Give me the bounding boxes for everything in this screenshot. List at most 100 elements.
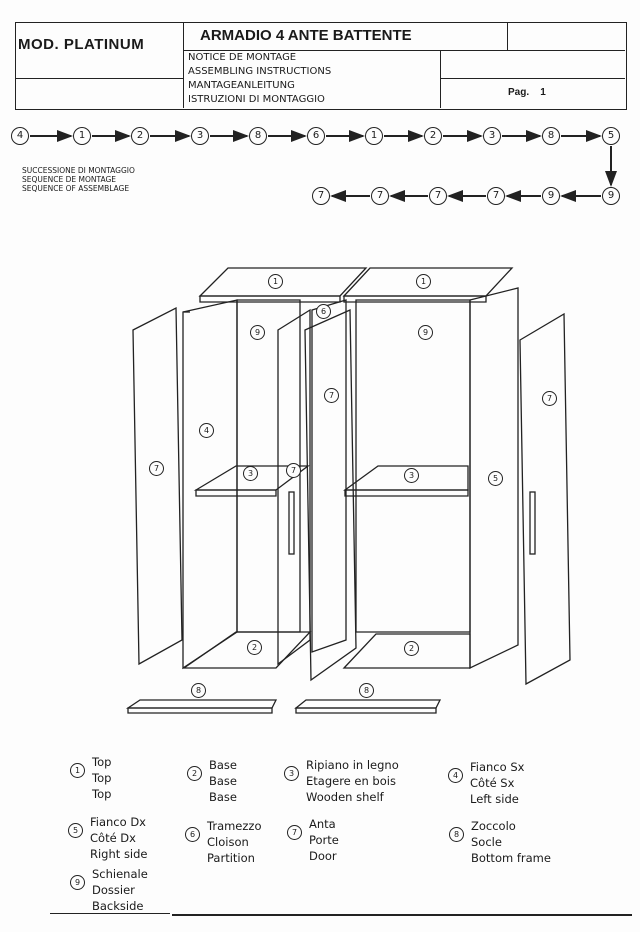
legend-line: Fianco Sx [470, 760, 525, 774]
divider [440, 78, 625, 79]
sequence-step: 3 [483, 127, 501, 145]
sequence-step: 2 [424, 127, 442, 145]
part-label: 3 [404, 468, 419, 483]
right-side-panel [469, 287, 519, 670]
part-label: 9 [250, 325, 265, 340]
legend-number: 3 [284, 766, 299, 781]
page-indicator: Pag. 1 [508, 87, 546, 98]
sequence-step: 6 [307, 127, 325, 145]
divider [50, 913, 170, 914]
sequence-label-en: SEQUENCE OF ASSEMBLAGE [22, 184, 130, 193]
divider [440, 50, 441, 108]
part-label: 7 [324, 388, 339, 403]
partition-panel [311, 299, 347, 653]
plinth-right [294, 699, 442, 709]
sequence-step: 7 [487, 187, 505, 205]
door-handle [529, 491, 536, 555]
top-panel-left-edge [199, 295, 341, 303]
legend-line: Schienale [92, 867, 148, 881]
door-far-right [519, 312, 571, 686]
legend-line: Zoccolo [471, 819, 516, 833]
part-label: 9 [418, 325, 433, 340]
legend-line: Backside [92, 899, 144, 913]
document-title: ARMADIO 4 ANTE BATTENTE [200, 27, 412, 44]
sequence-step: 1 [365, 127, 383, 145]
door-handle [288, 491, 295, 555]
part-label: 8 [359, 683, 374, 698]
part-label: 1 [268, 274, 283, 289]
subtitle-de: MANTAGEANLEITUNG [188, 80, 295, 91]
sequence-step: 4 [11, 127, 29, 145]
legend-number: 9 [70, 875, 85, 890]
sequence-step: 7 [371, 187, 389, 205]
legend-line: Ripiano in legno [306, 758, 399, 772]
legend-line: Right side [90, 847, 148, 861]
legend-line: Porte [309, 833, 339, 847]
page-label: Pag. [508, 87, 530, 98]
sequence-step: 8 [249, 127, 267, 145]
legend-line: Anta [309, 817, 336, 831]
divider [507, 22, 508, 50]
part-label: 7 [542, 391, 557, 406]
legend-line: Partition [207, 851, 255, 865]
legend-line: Door [309, 849, 337, 863]
part-label: 8 [191, 683, 206, 698]
header-table [15, 22, 627, 110]
legend-number: 2 [187, 766, 202, 781]
top-panel-left [198, 267, 368, 297]
model-name: MOD. PLATINUM [18, 36, 145, 53]
legend-line: Top [92, 787, 112, 801]
legend-line: Wooden shelf [306, 790, 384, 804]
top-panel-right-edge [343, 295, 487, 303]
sequence-step: 9 [602, 187, 620, 205]
sequence-step: 2 [131, 127, 149, 145]
subtitle-fr: NOTICE DE MONTAGE [188, 52, 297, 63]
subtitle-it: ISTRUZIONI DI MONTAGGIO [188, 94, 325, 105]
legend-line: Tramezzo [207, 819, 262, 833]
legend-line: Left side [470, 792, 519, 806]
legend-line: Top [92, 755, 112, 769]
divider [183, 50, 625, 51]
base-right [342, 633, 471, 669]
legend-number: 1 [70, 763, 85, 778]
part-label: 6 [316, 304, 331, 319]
subtitle-en: ASSEMBLING INSTRUCTIONS [188, 66, 332, 77]
door-center-right [304, 309, 357, 682]
legend-line: Base [209, 790, 238, 804]
legend-line: Fianco Dx [90, 815, 146, 829]
plinth-left [125, 699, 278, 709]
sequence-step: 9 [542, 187, 560, 205]
part-label: 1 [416, 274, 431, 289]
legend-line: Etagere en bois [306, 774, 396, 788]
divider [15, 78, 183, 79]
legend-line: Base [209, 758, 238, 772]
sequence-label-it: SUCCESSIONE DI MONTAGGIO [22, 166, 135, 175]
divider [172, 914, 632, 916]
legend-number: 7 [287, 825, 302, 840]
sequence-step: 7 [312, 187, 330, 205]
part-label: 7 [286, 463, 301, 478]
legend-line: Côté Sx [470, 776, 515, 790]
legend-line: Top [92, 771, 112, 785]
sequence-label-fr: SEQUENCE DE MONTAGE [22, 175, 117, 184]
sequence-step: 3 [191, 127, 209, 145]
legend-line: Cloison [207, 835, 249, 849]
legend-number: 6 [185, 827, 200, 842]
part-label: 2 [404, 641, 419, 656]
part-label: 2 [247, 640, 262, 655]
page-number: 1 [540, 87, 546, 98]
legend-line: Bottom frame [471, 851, 551, 865]
sequence-step: 7 [429, 187, 447, 205]
legend-line: Dossier [92, 883, 135, 897]
part-label: 4 [199, 423, 214, 438]
